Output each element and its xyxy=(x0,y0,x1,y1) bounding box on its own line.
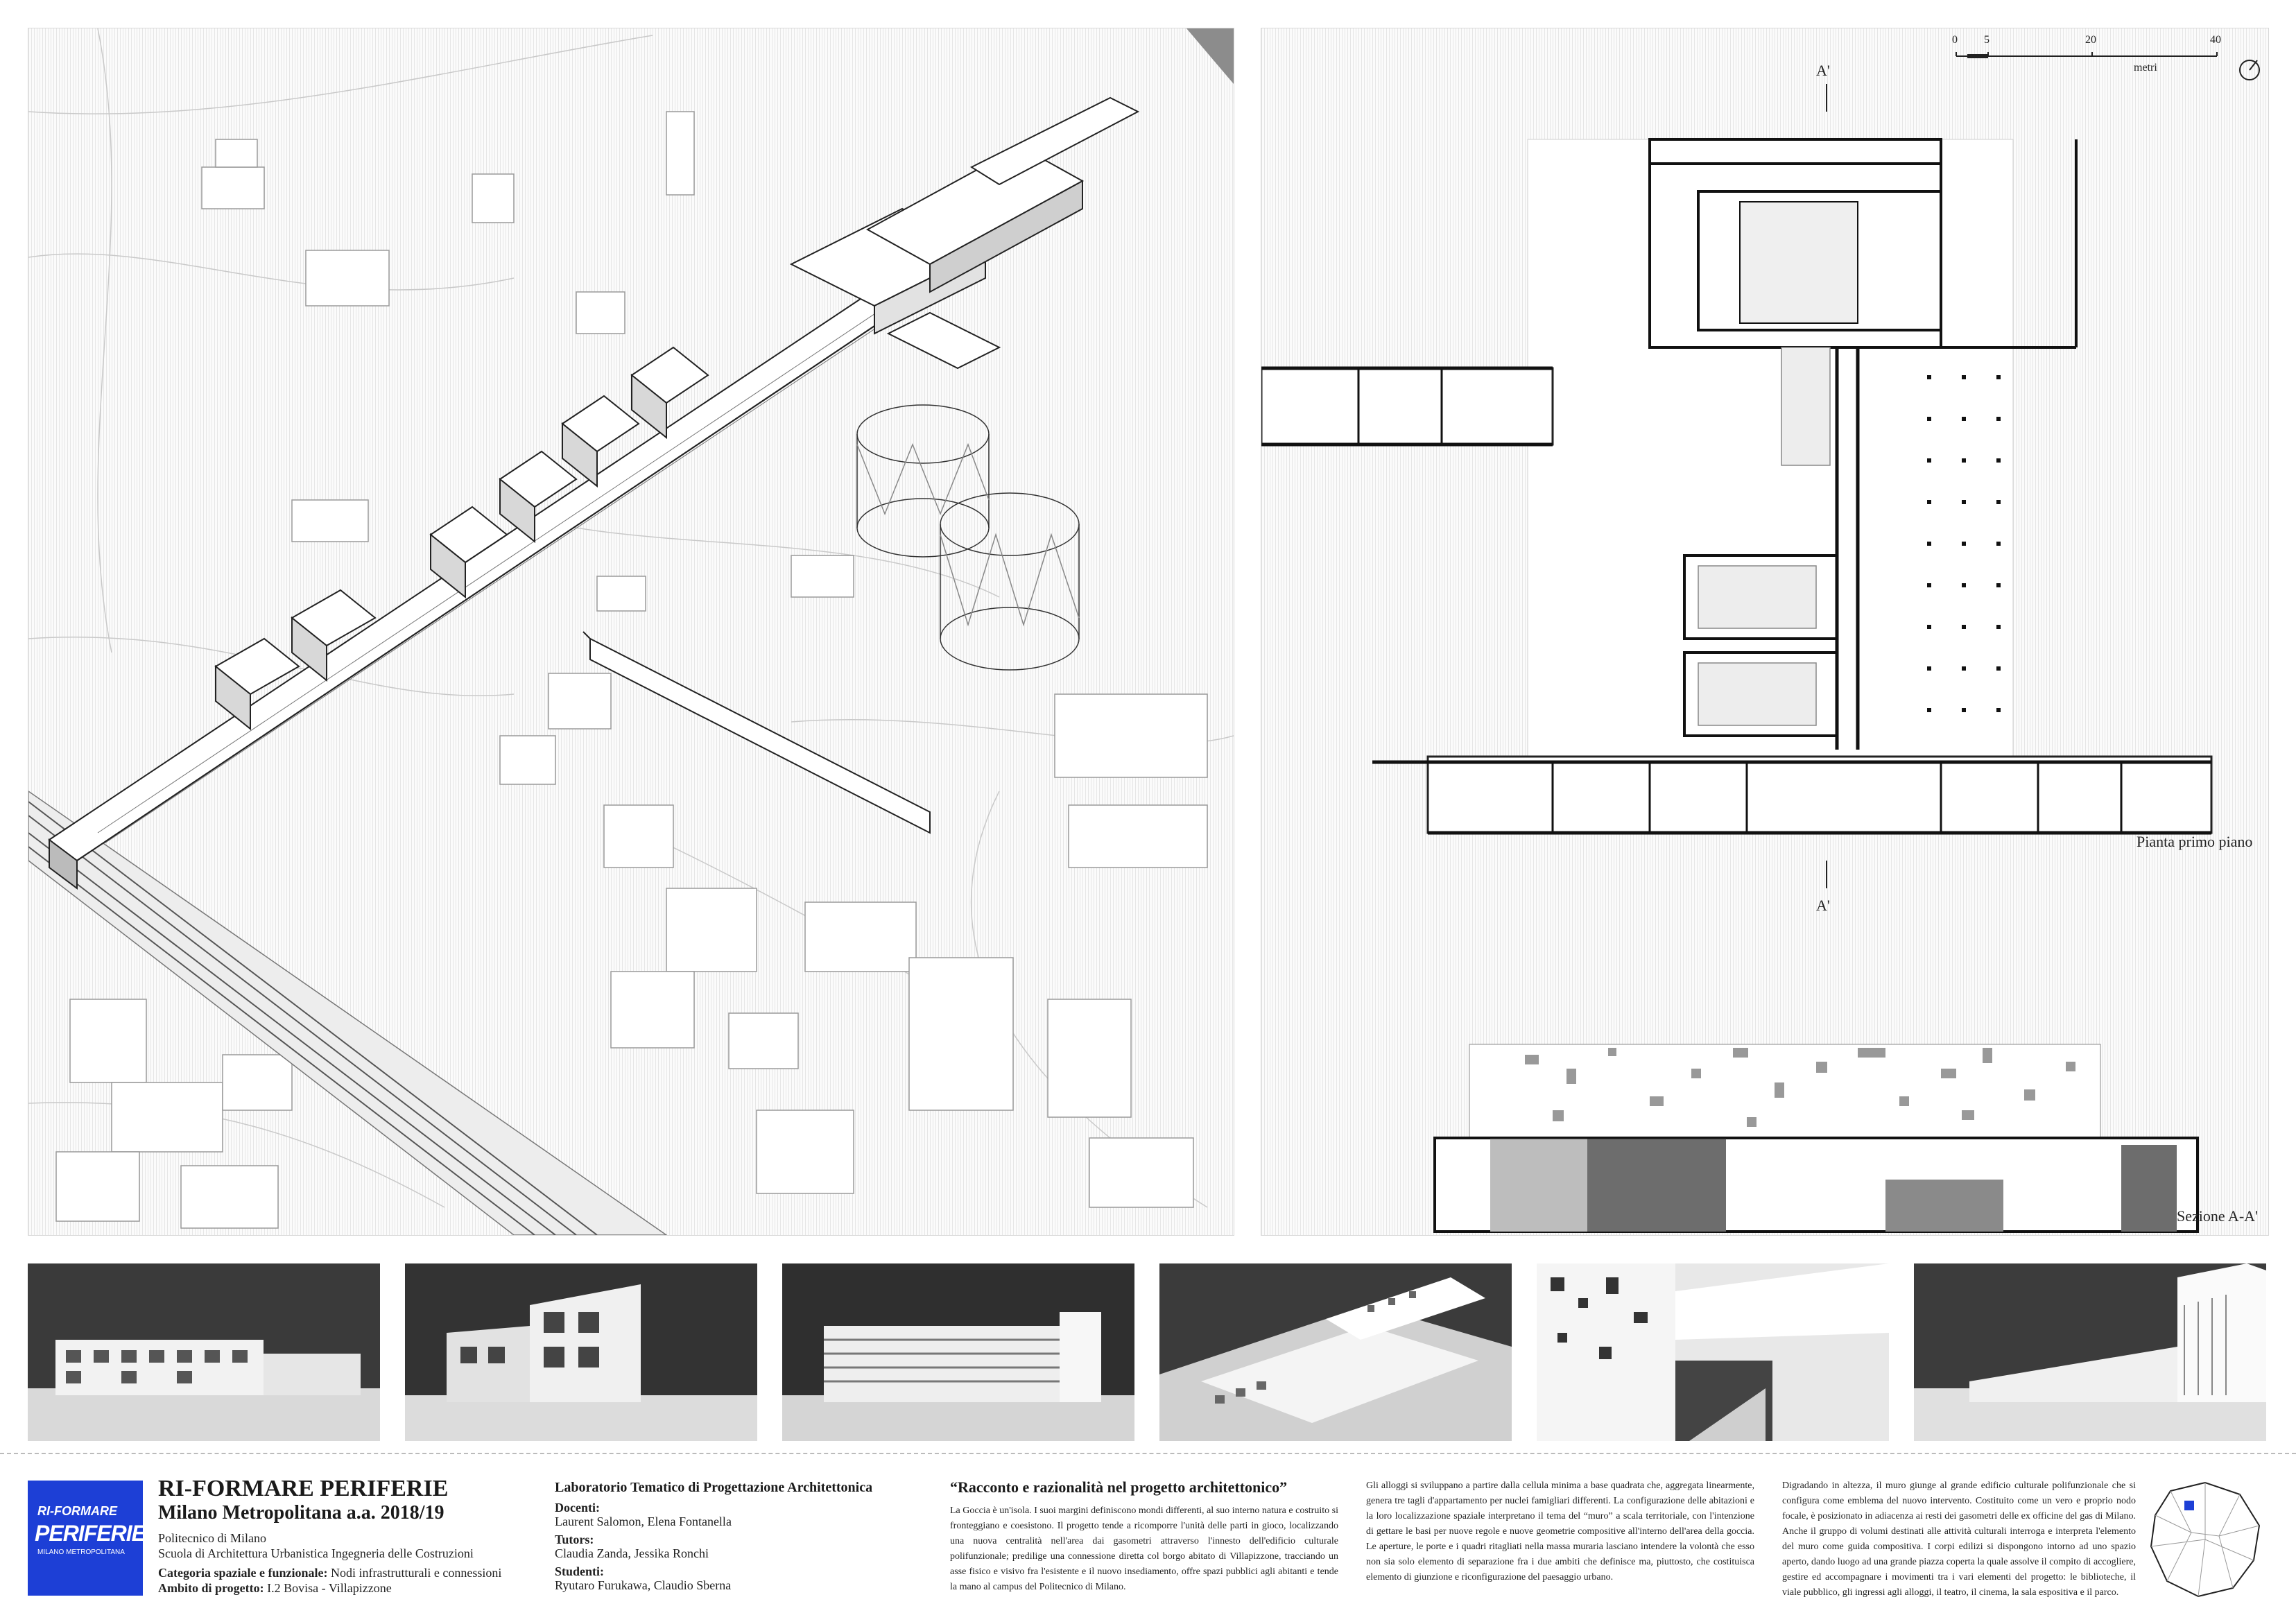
periferie-logo: RI-FORMARE PERIFERIE MILANO METROPOLITAN… xyxy=(28,1481,143,1596)
category-label: Categoria spaziale e funzionale: xyxy=(158,1566,328,1580)
floor-plan-svg xyxy=(1261,52,2260,1233)
axonometric-drawing xyxy=(28,28,1234,1236)
scope-line: Ambito di progetto: I.2 Bovisa - Villapi… xyxy=(158,1581,392,1596)
scale-tick-0: 0 xyxy=(1952,34,1958,46)
essay-column-1: La Goccia è un'isola. I suoi margini def… xyxy=(950,1505,1338,1592)
scale-unit: metri xyxy=(2134,62,2157,74)
studenti: Ryutaro Furukawa, Claudio Sberna xyxy=(555,1578,732,1592)
model-photo-1 xyxy=(28,1263,380,1441)
section-marker-bottom: A' xyxy=(1816,897,1830,914)
model-photo-2 xyxy=(405,1263,757,1441)
model-photo-3 xyxy=(782,1263,1134,1441)
footer-divider xyxy=(0,1453,2296,1454)
logo-subtext: MILANO METROPOLITANA xyxy=(37,1548,125,1556)
plan-caption: Pianta primo piano xyxy=(2137,833,2253,850)
docenti-label: Docenti: xyxy=(555,1501,600,1515)
scope-label: Ambito di progetto: xyxy=(158,1581,264,1595)
milan-locator-map xyxy=(2143,1477,2268,1602)
model-photo-5 xyxy=(1537,1263,1889,1441)
category-value: Nodi infrastrutturali e connessioni xyxy=(330,1566,502,1580)
axonometric-svg xyxy=(28,28,1234,1235)
project-subtitle: Milano Metropolitana a.a. 2018/19 xyxy=(158,1502,444,1524)
section-marker-top: A' xyxy=(1816,62,1830,79)
lab-title: Laboratorio Tematico di Progettazione Ar… xyxy=(555,1480,873,1495)
essay-column-3: Digradando in altezza, il muro giunge al… xyxy=(1782,1481,2136,1598)
category-line: Categoria spaziale e funzionale: Nodi in… xyxy=(158,1566,501,1580)
plan-section-drawing: A' A' 0 5 20 40 metri Pianta primo piano… xyxy=(1261,28,2269,1236)
studenti-label: Studenti: xyxy=(555,1564,605,1578)
scale-tick-40: 40 xyxy=(2210,34,2221,46)
model-photo-4 xyxy=(1159,1263,1512,1441)
docenti: Laurent Salomon, Elena Fontanella xyxy=(555,1515,732,1528)
scale-tick-20: 20 xyxy=(2085,34,2096,46)
tutors-label: Tutors: xyxy=(555,1533,594,1546)
scale-tick-5: 5 xyxy=(1984,34,1989,46)
model-photo-6 xyxy=(1914,1263,2266,1441)
project-title: RI-FORMARE PERIFERIE xyxy=(158,1476,449,1501)
section-caption: Sezione A-A' xyxy=(2177,1207,2258,1225)
essay-column-2: Gli alloggi si sviluppano a partire dall… xyxy=(1366,1481,1754,1582)
scope-value: I.2 Bovisa - Villapizzone xyxy=(267,1581,392,1595)
tutors: Claudia Zanda, Jessika Ronchi xyxy=(555,1546,709,1560)
essay-title: “Racconto e razionalità nel progetto arc… xyxy=(950,1478,1288,1496)
logo-text-small: RI-FORMARE xyxy=(37,1504,117,1518)
institution: Politecnico di Milano xyxy=(158,1531,266,1545)
school: Scuola di Architettura Urbanistica Ingeg… xyxy=(158,1546,474,1560)
logo-text: PERIFERIE xyxy=(35,1521,143,1546)
